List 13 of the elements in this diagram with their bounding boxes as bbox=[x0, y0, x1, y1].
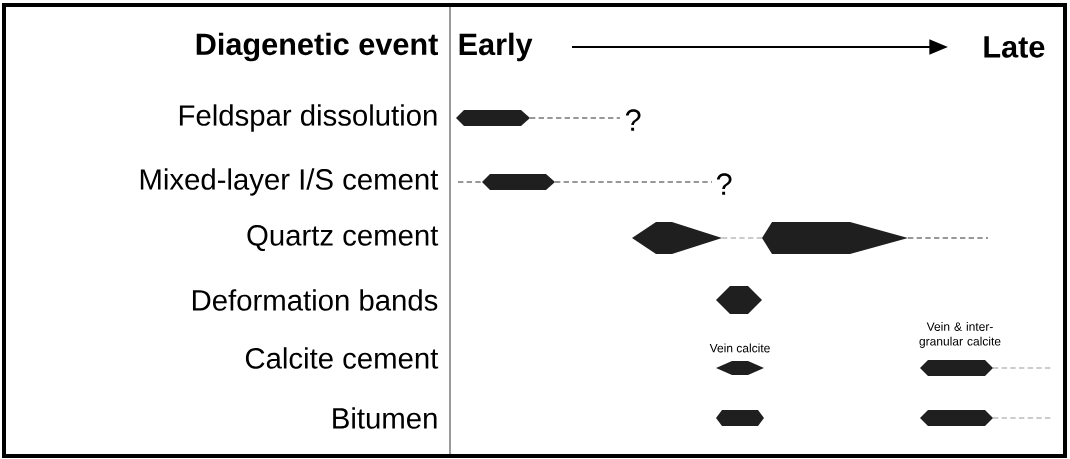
question-mark: ? bbox=[625, 109, 641, 131]
question-mark: ? bbox=[716, 173, 732, 195]
event-label: Mixed-layer I/S cement bbox=[140, 168, 439, 196]
column-heading: Diagenetic event bbox=[196, 32, 438, 62]
event-label: Quartz cement bbox=[247, 224, 439, 251]
bar-annotation: Vein calcite bbox=[709, 343, 770, 353]
axis-label: Early bbox=[459, 32, 533, 62]
event-label: Deformation bands bbox=[192, 289, 438, 311]
axis-label: Late bbox=[984, 36, 1045, 58]
event-label: Calcite cement bbox=[245, 347, 439, 369]
event-label: Bitumen bbox=[333, 407, 437, 429]
bar-annotation: Vein & inter-granular calcite bbox=[919, 322, 1001, 348]
event-label: Feldspar dissolution bbox=[179, 104, 437, 132]
